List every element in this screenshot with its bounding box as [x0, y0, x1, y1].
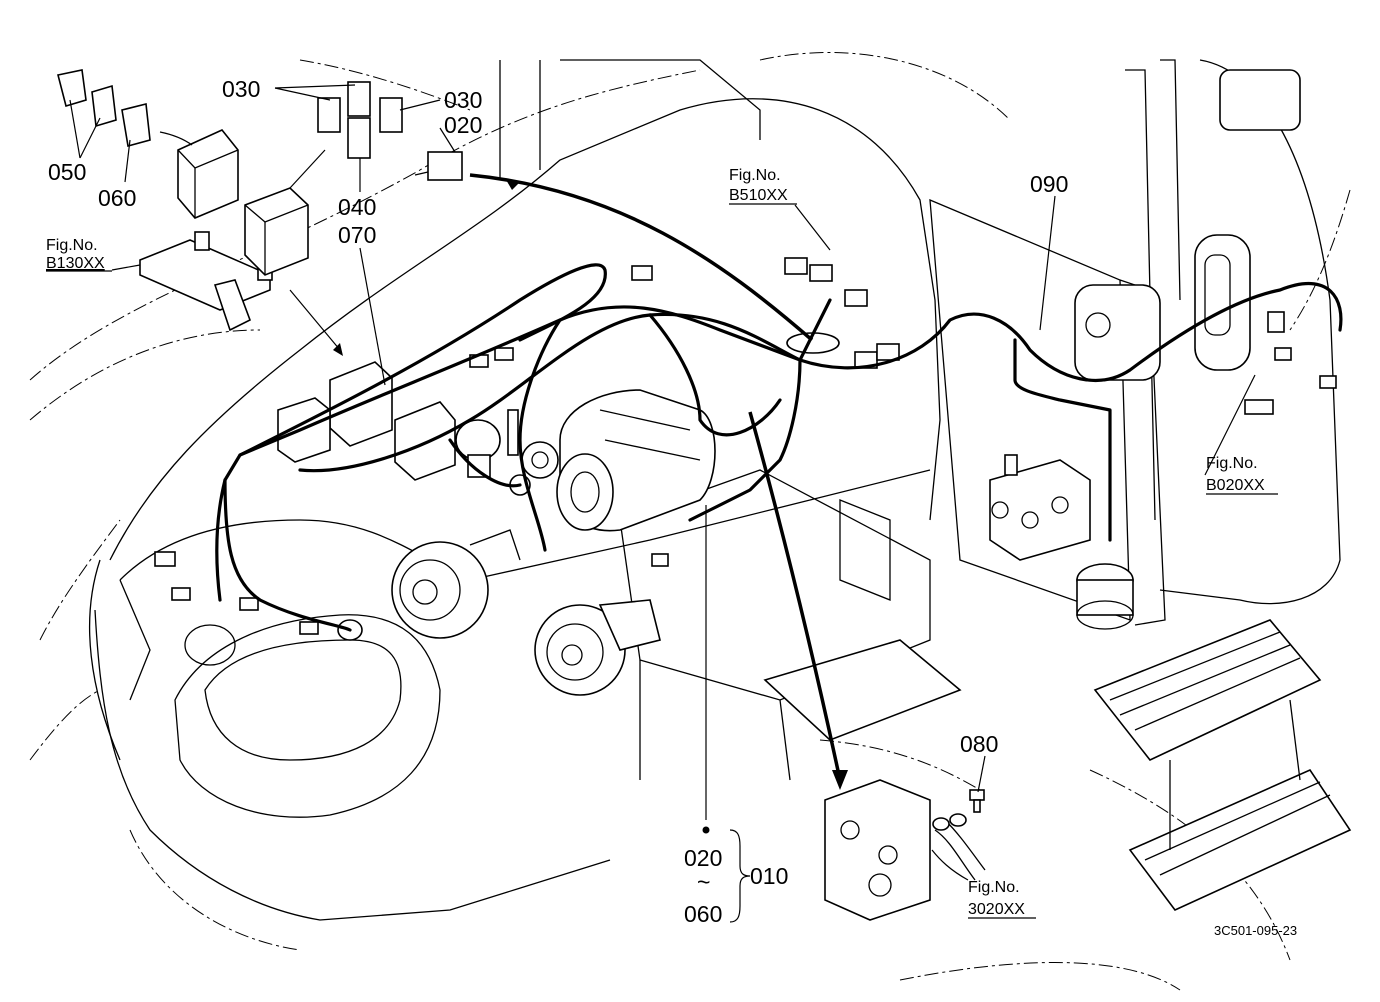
hood-body	[88, 59, 941, 921]
fuse-040	[347, 117, 371, 159]
fig-b130-label: Fig.No.	[46, 237, 98, 254]
figure-references: Fig.No. B130XX Fig.No. B510XX Fig.No. B0…	[46, 167, 1278, 919]
engine-block	[619, 469, 962, 781]
cab-structure	[929, 59, 1352, 911]
callout-050: 050	[48, 159, 86, 185]
callout-080: 080	[960, 731, 998, 757]
callout-020-top: 020	[444, 112, 482, 138]
relay-box-070	[244, 187, 309, 276]
fuse-050	[57, 69, 117, 128]
callout-030-left: 030	[222, 76, 260, 102]
callout-060-bottom: 060	[684, 901, 722, 927]
drawing-code: 3C501-095-23	[1214, 923, 1297, 938]
fig-b510-label: Fig.No.	[729, 167, 781, 184]
bracket-b130	[139, 231, 273, 332]
callout-070: 070	[338, 222, 376, 248]
relay-box-upper	[177, 129, 239, 219]
callout-040: 040	[338, 194, 376, 220]
fig-b020-code: B020XX	[1206, 477, 1265, 494]
fig-b510-code: B510XX	[729, 187, 788, 204]
connector-020	[414, 151, 463, 181]
fig-b130-code: B130XX	[46, 255, 105, 272]
ground-bracket-assembly	[824, 779, 986, 921]
callout-020-bottom: 020	[684, 845, 722, 871]
callout-060: 060	[98, 185, 136, 211]
alternator	[391, 529, 521, 639]
leader-lines	[69, 84, 1256, 923]
front-connectors	[154, 257, 1337, 641]
callout-labels: 050 060 030 030 020 040 070 090 080 020 …	[48, 76, 1068, 927]
ac-compressor	[534, 599, 661, 696]
wiring-harness	[215, 263, 1343, 632]
fuse-060	[121, 103, 151, 148]
callout-tilde: ~	[697, 869, 710, 895]
hydraulic-valve	[989, 454, 1091, 561]
starter-motor	[521, 389, 716, 532]
fig-b020-label: Fig.No.	[1206, 455, 1258, 472]
bolt-080	[969, 789, 985, 813]
fig-3020-code: 3020XX	[968, 901, 1025, 918]
callout-010: 010	[750, 863, 788, 889]
callout-030-right: 030	[444, 87, 482, 113]
fuse-030	[317, 81, 403, 133]
callout-090: 090	[1030, 171, 1068, 197]
fig-3020-label: Fig.No.	[968, 879, 1020, 896]
tractor-outline	[29, 52, 1351, 991]
